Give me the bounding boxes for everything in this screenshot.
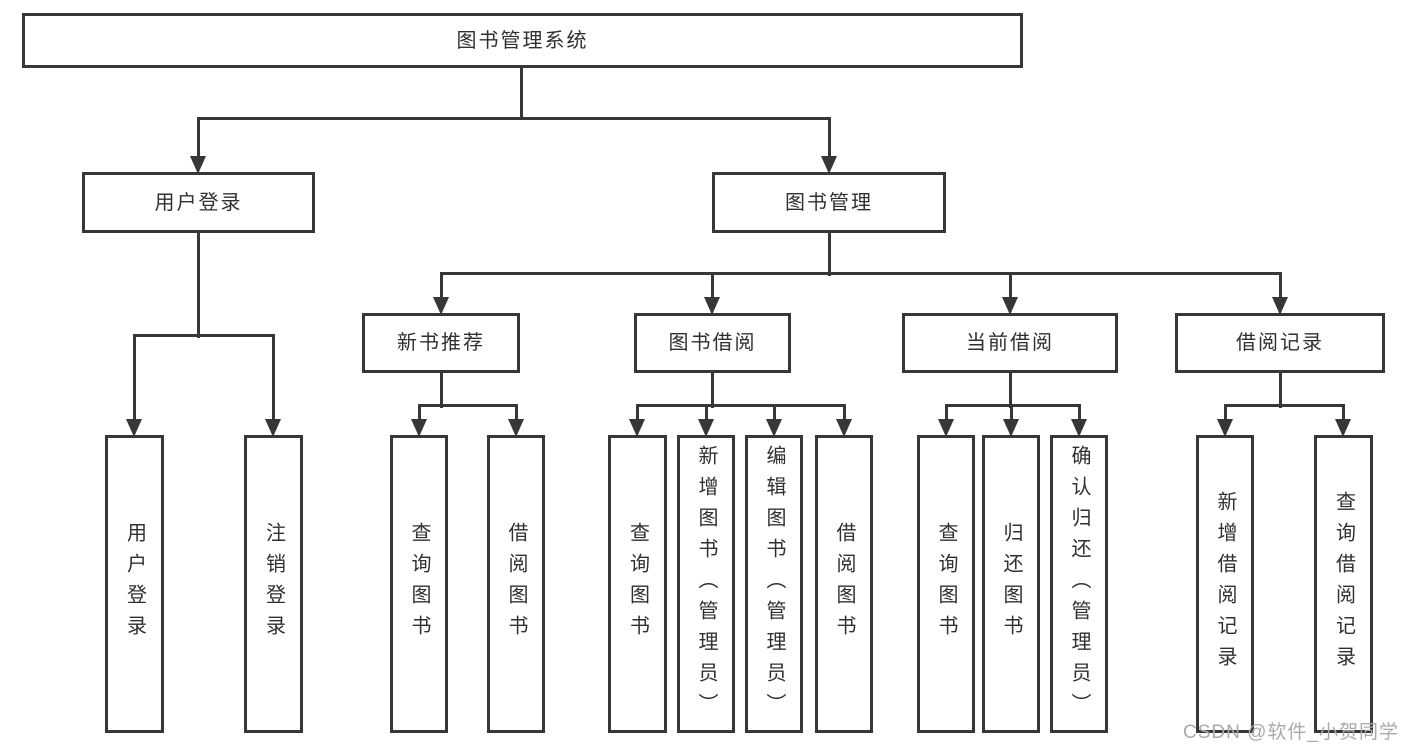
connector-arrowhead-icon bbox=[1071, 419, 1087, 437]
leaf-confirm-return-admin: 确认归还（管理员） bbox=[1050, 435, 1108, 733]
connector-arrowhead-icon bbox=[629, 419, 645, 437]
connector-arrowhead-icon bbox=[433, 297, 449, 315]
connector-drop bbox=[1224, 404, 1227, 421]
connector-drop bbox=[945, 404, 948, 421]
connector-stem bbox=[711, 371, 714, 408]
connector-drop bbox=[843, 404, 846, 421]
connector-drop bbox=[711, 272, 714, 299]
connector-bar bbox=[945, 404, 1081, 407]
connector-stem bbox=[440, 371, 443, 408]
connector-drop bbox=[1010, 404, 1013, 421]
leaf-query-books-recommend: 查询图书 bbox=[390, 435, 448, 733]
connector-arrowhead-icon bbox=[1003, 419, 1019, 437]
connector-bar bbox=[440, 272, 1282, 275]
leaf-query-books-current: 查询图书 bbox=[917, 435, 975, 733]
connector-drop bbox=[440, 272, 443, 299]
connector-arrowhead-icon bbox=[411, 419, 427, 437]
watermark: CSDN @软件_小贺同学 bbox=[1183, 722, 1399, 743]
connector-drop bbox=[1078, 404, 1081, 421]
connector-drop bbox=[418, 404, 421, 421]
leaf-borrow-books-borrowing: 借阅图书 bbox=[815, 435, 873, 733]
leaf-user-login: 用户登录 bbox=[105, 435, 164, 733]
connector-arrowhead-icon bbox=[1335, 419, 1351, 437]
node-user-login: 用户登录 bbox=[82, 172, 315, 233]
node-borrowing-records: 借阅记录 bbox=[1175, 313, 1385, 373]
connector-bar bbox=[418, 404, 518, 407]
connector-arrowhead-icon bbox=[698, 419, 714, 437]
node-current-borrowing: 当前借阅 bbox=[902, 313, 1118, 373]
leaf-add-borrow-record: 新增借阅记录 bbox=[1196, 435, 1254, 733]
connector-arrowhead-icon bbox=[704, 297, 720, 315]
connector-drop bbox=[1279, 272, 1282, 299]
node-book-management: 图书管理 bbox=[712, 172, 946, 233]
connector-arrowhead-icon bbox=[821, 156, 837, 174]
connector-drop bbox=[705, 404, 708, 421]
leaf-return-books: 归还图书 bbox=[982, 435, 1040, 733]
leaf-logout: 注销登录 bbox=[244, 435, 303, 733]
connector-bar bbox=[133, 334, 275, 337]
connector-drop bbox=[1342, 404, 1345, 421]
connector-stem bbox=[1009, 371, 1012, 408]
connector-drop bbox=[773, 404, 776, 421]
connector-stem bbox=[197, 231, 200, 338]
connector-drop bbox=[636, 404, 639, 421]
connector-drop bbox=[1009, 272, 1012, 299]
connector-drop bbox=[828, 117, 831, 158]
leaf-query-borrow-record: 查询借阅记录 bbox=[1314, 435, 1373, 733]
connector-arrowhead-icon bbox=[265, 419, 281, 437]
leaf-add-books-admin: 新增图书（管理员） bbox=[677, 435, 735, 733]
connector-arrowhead-icon bbox=[836, 419, 852, 437]
leaf-edit-books-admin: 编辑图书（管理员） bbox=[745, 435, 803, 733]
connector-arrowhead-icon bbox=[1002, 297, 1018, 315]
connector-stem bbox=[520, 66, 523, 120]
connector-drop bbox=[272, 334, 275, 421]
connector-drop bbox=[197, 117, 200, 158]
leaf-borrow-books-recommend: 借阅图书 bbox=[487, 435, 545, 733]
connector-bar bbox=[1224, 404, 1345, 407]
connector-stem bbox=[1279, 371, 1282, 408]
connector-arrowhead-icon bbox=[1217, 419, 1233, 437]
connector-bar bbox=[636, 404, 846, 407]
connector-drop bbox=[133, 334, 136, 421]
connector-arrowhead-icon bbox=[126, 419, 142, 437]
connector-arrowhead-icon bbox=[766, 419, 782, 437]
connector-arrowhead-icon bbox=[1272, 297, 1288, 315]
connector-drop bbox=[515, 404, 518, 421]
leaf-query-books-borrowing: 查询图书 bbox=[608, 435, 667, 733]
connector-stem bbox=[828, 231, 831, 276]
node-system-root: 图书管理系统 bbox=[22, 13, 1023, 68]
connector-arrowhead-icon bbox=[938, 419, 954, 437]
node-new-book-recommend: 新书推荐 bbox=[362, 313, 520, 373]
connector-arrowhead-icon bbox=[508, 419, 524, 437]
connector-arrowhead-icon bbox=[190, 156, 206, 174]
node-book-borrowing: 图书借阅 bbox=[634, 313, 791, 373]
connector-bar bbox=[197, 117, 831, 120]
